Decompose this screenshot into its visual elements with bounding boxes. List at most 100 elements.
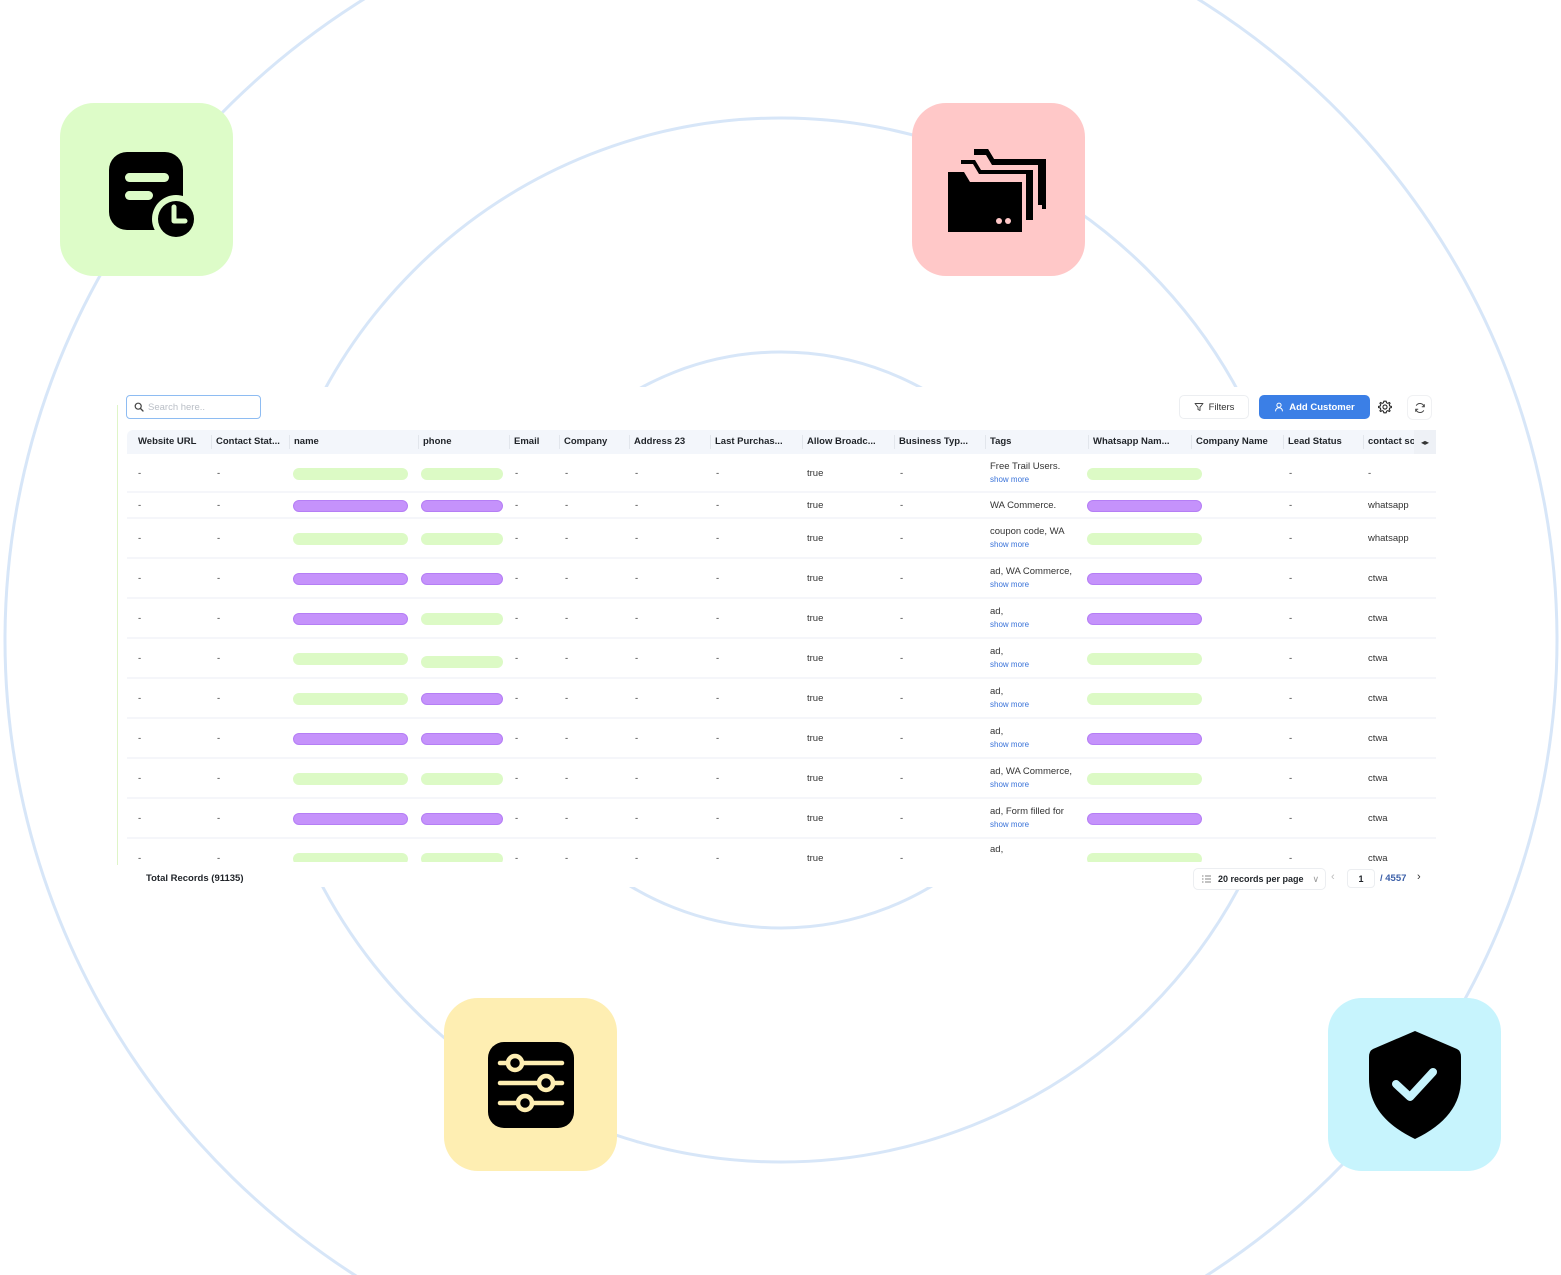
show-more-link[interactable]: show more <box>990 660 1030 669</box>
whatsapp-name-redacted <box>1087 653 1202 665</box>
name-value-redacted <box>293 533 408 545</box>
show-more-link[interactable]: show more <box>990 700 1030 709</box>
cell-email: - <box>515 573 519 584</box>
next-page-button[interactable]: › <box>1417 871 1421 883</box>
total-records: Total Records (91135) <box>146 873 244 884</box>
cell-business-type: - <box>900 613 904 624</box>
cell-contact-source: whatsapp <box>1368 533 1409 544</box>
cell-last-purchase: - <box>716 500 720 511</box>
previous-page-button[interactable]: ‹ <box>1331 871 1335 883</box>
show-more-link[interactable]: show more <box>990 540 1030 549</box>
cell-tags: WA Commerce. <box>990 499 1056 513</box>
cell-tags: ad, Form filled for show more <box>990 805 1064 831</box>
cell-business-type: - <box>900 693 904 704</box>
cell-allow-broadcast: true <box>807 853 824 862</box>
cell-company: - <box>565 773 569 784</box>
column-header-last-purchase[interactable]: Last Purchas... <box>710 430 802 454</box>
column-header-allow-broadcast[interactable]: Allow Broadc... <box>802 430 894 454</box>
tags-text: ad, Form filled for <box>990 806 1064 817</box>
cell-allow-broadcast: true <box>807 653 824 664</box>
show-more-link[interactable]: show more <box>990 820 1030 829</box>
column-header-whatsapp-name[interactable]: Whatsapp Nam... <box>1088 430 1191 454</box>
column-header-contact-status[interactable]: Contact Stat... <box>211 430 289 454</box>
whatsapp-name-redacted <box>1087 733 1202 745</box>
refresh-button[interactable] <box>1407 395 1432 420</box>
whatsapp-name-redacted <box>1087 813 1202 825</box>
settings-button[interactable] <box>1376 398 1394 416</box>
cell-website-url: - <box>138 653 142 664</box>
column-header-name[interactable]: name <box>289 430 418 454</box>
filters-button[interactable]: Filters <box>1179 395 1249 419</box>
show-more-link[interactable]: show more <box>990 780 1030 789</box>
cell-email: - <box>515 853 519 862</box>
cell-website-url: - <box>138 573 142 584</box>
document-clock-icon <box>108 151 197 240</box>
column-header-business-type[interactable]: Business Typ... <box>894 430 985 454</box>
cell-contact-status: - <box>217 693 221 704</box>
cell-contact-status: - <box>217 613 221 624</box>
column-header-tags[interactable]: Tags <box>985 430 1088 454</box>
column-resize-icon[interactable]: ◂▸ <box>1414 430 1436 454</box>
tags-text: ad, <box>990 606 1004 617</box>
whatsapp-name-redacted <box>1087 613 1202 625</box>
cell-email: - <box>515 653 519 664</box>
column-header-website-url[interactable]: Website URL <box>138 436 197 447</box>
user-icon <box>1275 402 1284 412</box>
tags-text: ad, <box>990 726 1004 737</box>
column-header-lead-status[interactable]: Lead Status <box>1283 430 1363 454</box>
tags-text: coupon code, WA <box>990 526 1065 537</box>
phone-value-redacted <box>421 573 503 585</box>
cell-email: - <box>515 613 519 624</box>
records-per-page-select[interactable]: 20 records per page ∨ <box>1193 868 1326 890</box>
cell-company: - <box>565 733 569 744</box>
cell-company: - <box>565 693 569 704</box>
cell-business-type: - <box>900 733 904 744</box>
cell-tags: ad, <box>990 843 1003 857</box>
phone-value-redacted <box>421 853 503 862</box>
show-more-link[interactable]: show more <box>990 620 1030 629</box>
cell-allow-broadcast: true <box>807 733 824 744</box>
column-header-contact-source[interactable]: contact so <box>1363 430 1415 454</box>
search-box[interactable] <box>126 395 261 419</box>
cell-company: - <box>565 533 569 544</box>
shield-check-tile <box>1328 998 1501 1171</box>
cell-contact-source: ctwa <box>1368 693 1388 704</box>
cell-business-type: - <box>900 500 904 511</box>
show-more-link[interactable]: show more <box>990 740 1030 749</box>
phone-value-redacted <box>421 500 503 512</box>
cell-email: - <box>515 813 519 824</box>
cell-business-type: - <box>900 853 904 862</box>
stacked-folders-icon <box>947 148 1046 232</box>
cell-company: - <box>565 613 569 624</box>
cell-contact-status: - <box>217 533 221 544</box>
column-header-company-name[interactable]: Company Name <box>1191 430 1283 454</box>
cell-website-url: - <box>138 813 142 824</box>
search-input[interactable] <box>148 401 258 413</box>
whatsapp-name-redacted <box>1087 573 1202 585</box>
column-header-address[interactable]: Address 23 <box>629 430 710 454</box>
cell-allow-broadcast: true <box>807 573 824 584</box>
table-row[interactable]: ------true---Free Trail Users.show more <box>127 454 1436 493</box>
column-header-phone[interactable]: phone <box>418 430 509 454</box>
show-more-link[interactable]: show more <box>990 474 1030 484</box>
cell-lead-status: - <box>1289 613 1293 624</box>
name-value-redacted <box>293 773 408 785</box>
column-header-email[interactable]: Email <box>509 430 559 454</box>
cell-allow-broadcast: true <box>807 773 824 784</box>
page-number-input[interactable] <box>1347 869 1375 888</box>
column-header-company[interactable]: Company <box>559 430 629 454</box>
add-customer-button[interactable]: Add Customer <box>1259 395 1370 419</box>
show-more-link[interactable]: show more <box>990 580 1030 589</box>
cell-email: - <box>515 693 519 704</box>
phone-value-redacted <box>421 533 503 545</box>
